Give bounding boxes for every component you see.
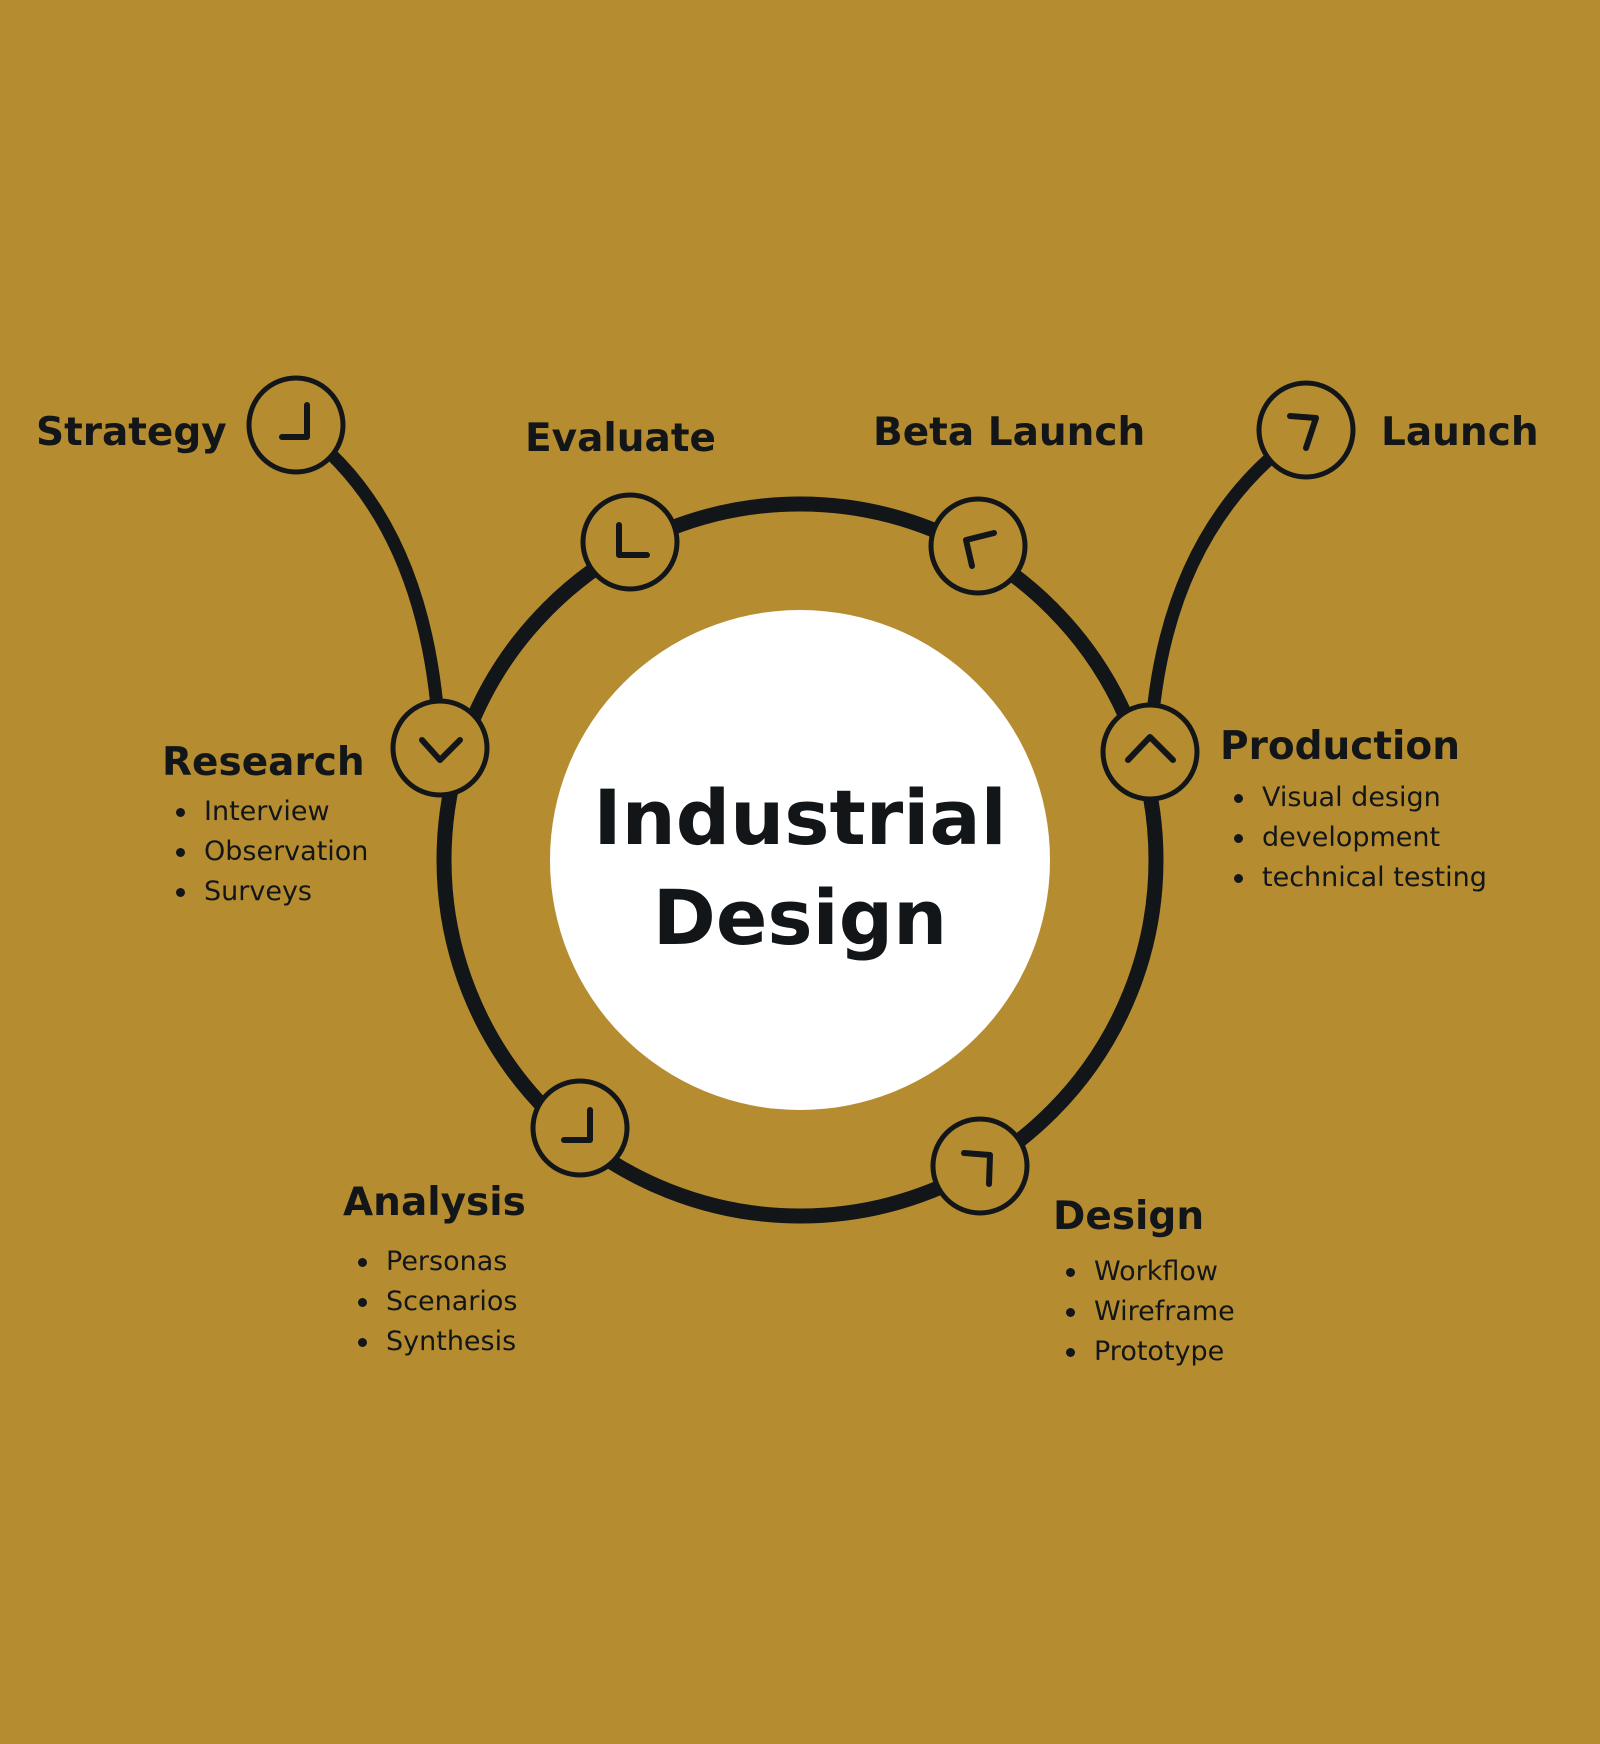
production-list: Visual design development technical test…	[1234, 778, 1487, 898]
list-item: development	[1234, 818, 1487, 858]
launch-node	[1256, 380, 1356, 480]
list-item: Workflow	[1066, 1252, 1235, 1292]
list-item: Prototype	[1066, 1332, 1235, 1372]
research-node	[390, 698, 490, 798]
center-title-line2: Design	[652, 873, 948, 962]
clock-hand-icon	[279, 402, 310, 440]
strategy-branch-line	[292, 419, 447, 749]
center-title: Industrial Design	[550, 768, 1050, 968]
beta-launch-node	[928, 496, 1028, 596]
evaluate-title: Evaluate	[525, 416, 716, 461]
list-item: Scenarios	[358, 1282, 517, 1322]
list-item: Synthesis	[358, 1322, 517, 1362]
analysis-title: Analysis	[343, 1180, 526, 1225]
analysis-node	[530, 1078, 630, 1178]
beta-launch-title: Beta Launch	[873, 410, 1146, 455]
launch-title: Launch	[1381, 410, 1539, 455]
clock-hand-icon	[1287, 413, 1319, 451]
design-title: Design	[1053, 1194, 1205, 1239]
list-item: Surveys	[176, 872, 368, 912]
strategy-title: Strategy	[36, 410, 227, 455]
evaluate-node	[580, 492, 680, 592]
list-item: Wireframe	[1066, 1292, 1235, 1332]
list-item: Interview	[176, 792, 368, 832]
center-title-line1: Industrial	[593, 773, 1007, 862]
clock-hand-icon	[561, 1107, 593, 1143]
process-ring	[436, 496, 1164, 1224]
design-list: Workflow Wireframe Prototype	[1066, 1252, 1235, 1372]
list-item: technical testing	[1234, 858, 1487, 898]
clock-hand-icon	[961, 1150, 993, 1187]
analysis-list: Personas Scenarios Synthesis	[358, 1242, 517, 1362]
strategy-node	[246, 375, 346, 475]
launch-branch-line	[1143, 424, 1310, 753]
list-item: Visual design	[1234, 778, 1487, 818]
production-title: Production	[1220, 724, 1460, 769]
list-item: Personas	[358, 1242, 517, 1282]
research-list: Interview Observation Surveys	[176, 792, 368, 912]
center-disk	[550, 610, 1050, 1110]
research-title: Research	[162, 740, 365, 785]
chevron-up-icon	[1125, 734, 1176, 763]
chevron-down-icon	[419, 737, 463, 763]
list-item: Observation	[176, 832, 368, 872]
clock-hand-icon	[616, 522, 650, 558]
design-node	[930, 1116, 1030, 1216]
clock-hand-icon	[963, 530, 997, 569]
production-node	[1100, 702, 1200, 802]
